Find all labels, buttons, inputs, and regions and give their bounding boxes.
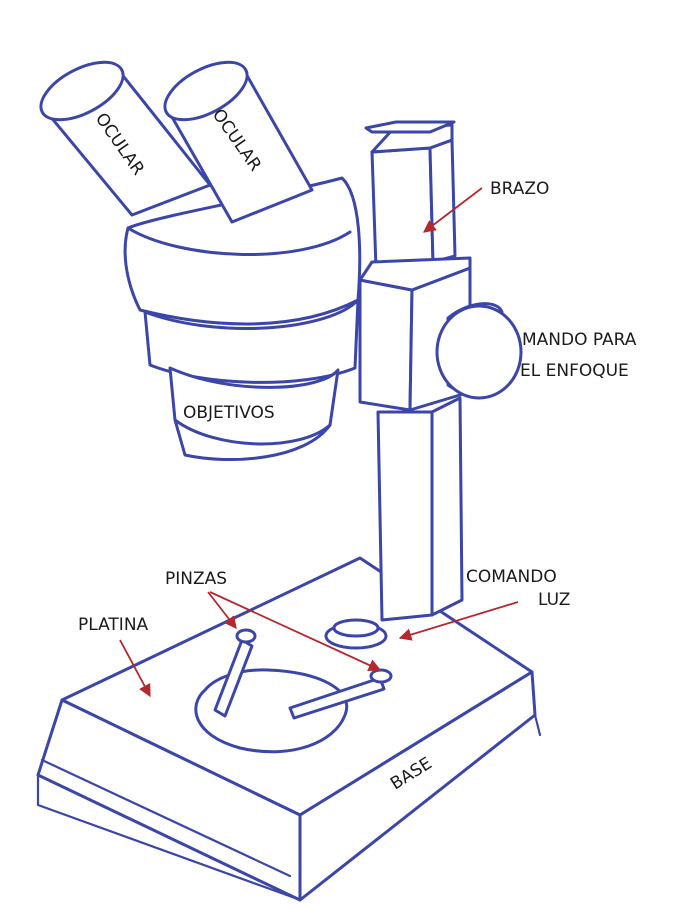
eyepiece-right-drawing	[163, 60, 314, 224]
label-objetivos: OBJETIVOS	[183, 403, 275, 423]
stage-plate-drawing	[194, 668, 349, 754]
clip-left-drawing	[213, 628, 257, 718]
base-drawing	[36, 556, 542, 902]
label-platina: PLATINA	[78, 615, 149, 635]
column-drawing	[376, 396, 464, 622]
arrow-pinzas-left	[207, 591, 237, 629]
arm-drawing	[364, 120, 457, 270]
focus-knob-drawing	[435, 302, 523, 400]
label-comando-line1: COMANDO	[466, 567, 557, 587]
label-comando-line2: LUZ	[538, 590, 570, 610]
arrow-comando-luz	[398, 601, 519, 641]
label-mando-line2: EL ENFOQUE	[520, 361, 629, 381]
clip-right-drawing	[288, 668, 393, 720]
arrow-pinzas-right	[209, 591, 382, 671]
label-mando-line1: MANDO PARA	[522, 330, 637, 350]
light-knob-drawing	[324, 618, 388, 650]
arrow-platina	[119, 639, 151, 698]
label-pinzas: PINZAS	[165, 569, 227, 589]
head-drawing	[123, 176, 362, 462]
label-brazo: BRAZO	[490, 179, 549, 199]
arrow-brazo	[422, 187, 483, 233]
